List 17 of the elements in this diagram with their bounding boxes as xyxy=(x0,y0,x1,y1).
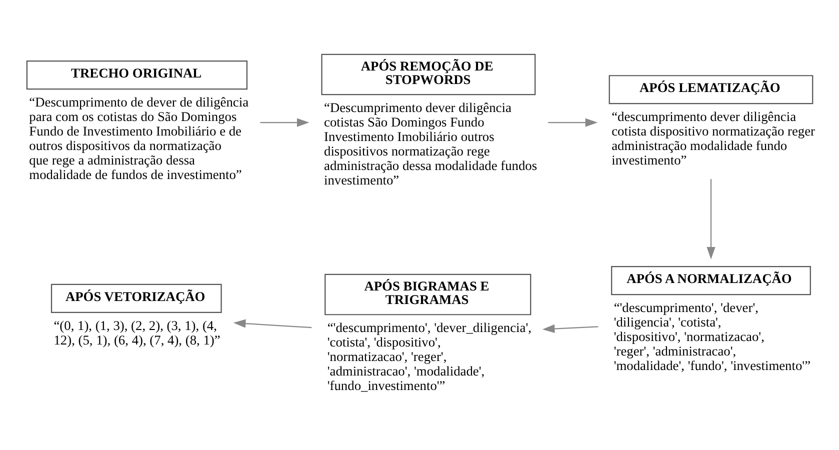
node-label: “Descumprimento dever diligência cotistas São Domingos Fundo Investimento Imobiliário outros dispositivos normatização rege administração dessa modalidade fundos investimento” xyxy=(324,100,538,188)
arrow xyxy=(542,324,598,334)
arrow xyxy=(260,118,310,127)
node-label: “descumprimento dever diligência cotista dispositivo normatização reger administração modalidade fundo investimento” xyxy=(612,108,816,168)
node-box: APÓS REMOÇÃO DE STOPWORDS xyxy=(321,54,536,96)
node-label: “'descumprimento', 'dever_diligencia', 'cotista', 'dispositivo', 'normatizacao', 'reger', 'administracao', 'modalidade', 'fundo_investimento'” xyxy=(327,320,532,394)
node-box: APÓS LEMATIZAÇÃO xyxy=(608,75,814,104)
node-label: “Descumprimento de dever de diligência para com os cotistas do São Domingos Fundo de Investimento Imobiliário e de outros dispositivos da normatização que rege a administração dessa modalidade de fundos de investimento” xyxy=(29,94,249,182)
node-box: APÓS A NORMALIZAÇÃO xyxy=(611,266,811,296)
node-box: APÓS BIGRAMAS E TRIGRAMAS xyxy=(324,274,532,316)
arrow xyxy=(548,118,598,127)
node-label: “(0, 1), (1, 3), (2, 2), (3, 1), (4, 12), (5, 1), (6, 4), (7, 4), (8, 1)” xyxy=(54,318,220,348)
arrow xyxy=(233,319,312,328)
node-label: “'descumprimento', 'dever', 'diligencia', 'cotista', 'dispositivo', 'normatizacao', 'reger', 'administracao', 'modalidade', 'fundo', 'investimento'” xyxy=(614,300,811,374)
node-box: TRECHO ORIGINAL xyxy=(26,60,248,90)
node-box: APÓS VETORIZAÇÃO xyxy=(50,284,222,313)
arrow xyxy=(706,179,716,260)
